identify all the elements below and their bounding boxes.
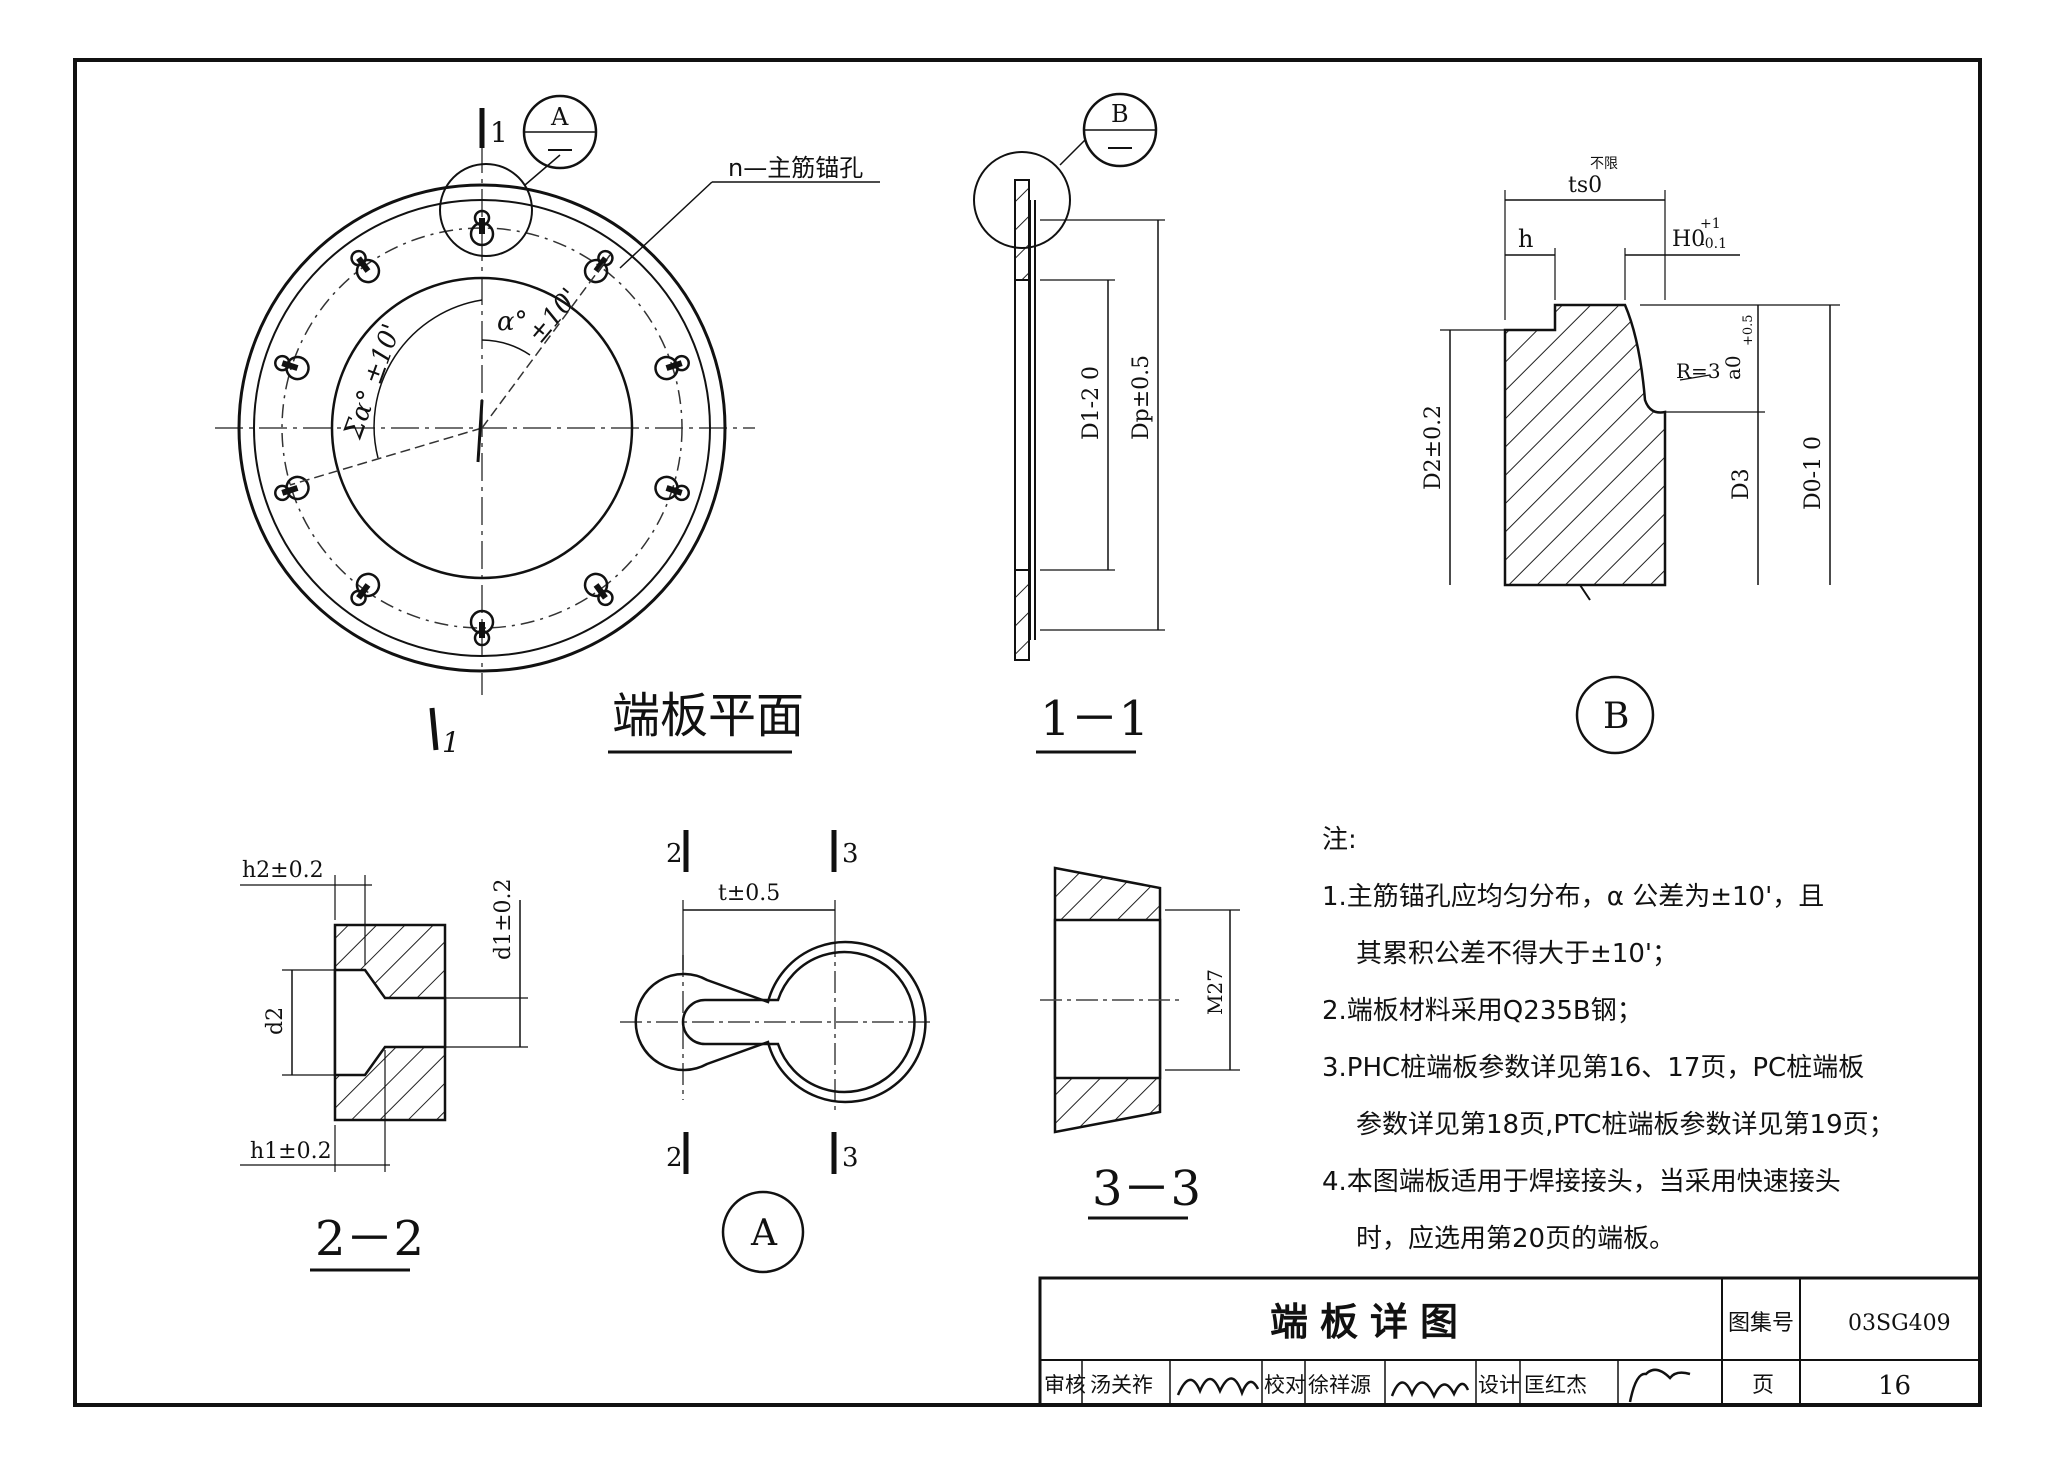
section-2-2 bbox=[240, 875, 528, 1172]
dim-D2: D2±0.2 bbox=[1421, 405, 1446, 490]
dim-ts0-note: 不限 bbox=[1590, 156, 1618, 172]
anchor-hole bbox=[274, 475, 310, 502]
anchor-hole bbox=[274, 354, 310, 381]
dim-a0-tol: +0.5 bbox=[1741, 314, 1756, 346]
title-block bbox=[1038, 1276, 1982, 1407]
anchor-hole bbox=[350, 249, 381, 284]
detail-b-title: B bbox=[1603, 696, 1629, 737]
dim-d2: d2 bbox=[263, 1007, 288, 1035]
anchor-hole bbox=[654, 475, 690, 502]
check-name: 徐祥源 bbox=[1308, 1373, 1371, 1397]
note-line-5: 参数详见第18页,PTC桩端板参数详见第19页； bbox=[1356, 1110, 1895, 1140]
detail-b bbox=[1440, 190, 1840, 755]
signature-review bbox=[1176, 1377, 1260, 1397]
dim-dp: Dp±0.5 bbox=[1129, 355, 1154, 440]
dim-h2: h2±0.2 bbox=[242, 858, 324, 883]
check-label: 校对 bbox=[1264, 1373, 1306, 1397]
angle-tolerance: ±10' bbox=[522, 283, 585, 350]
dim-h1: h1±0.2 bbox=[250, 1139, 332, 1164]
note-line-2: 其累积公差不得大于±10'； bbox=[1356, 939, 1679, 969]
section-mark-1-top: 1 bbox=[490, 116, 508, 149]
dim-H0-lower: -0.1 bbox=[1700, 236, 1727, 252]
plan-view bbox=[215, 94, 880, 751]
drawing-frame bbox=[73, 58, 1982, 1407]
anchor-hole-label: n—主筋锚孔 bbox=[728, 154, 863, 182]
drawing-title: 端板详图 bbox=[1270, 1300, 1470, 1344]
section-3-3 bbox=[1040, 866, 1240, 1134]
total-angle-label: Σα° ±10' bbox=[338, 320, 407, 443]
design-name: 匡红杰 bbox=[1524, 1373, 1587, 1397]
dim-D0: D0-1 0 bbox=[1801, 436, 1826, 510]
dim-a0: a0 bbox=[1721, 355, 1745, 380]
anchor-hole bbox=[469, 209, 495, 247]
atlas-no: 03SG409 bbox=[1848, 1311, 1951, 1336]
section-mark-3-top: 3 bbox=[842, 839, 859, 869]
dim-t: t±0.5 bbox=[718, 881, 780, 906]
note-line-4: 3.PHC桩端板参数详见第16、17页，PC桩端板 bbox=[1322, 1053, 1865, 1083]
note-line-3: 2.端板材料采用Q235B钢； bbox=[1322, 996, 1643, 1026]
section-mark-1-bottom: 1 bbox=[442, 726, 460, 759]
detail-b-callout-letter: B bbox=[1111, 100, 1129, 128]
note-line-6: 4.本图端板适用于焊接接头，当采用快速接头 bbox=[1322, 1167, 1841, 1197]
section-mark-2-top: 2 bbox=[666, 839, 683, 869]
note-line-7: 时，应选用第20页的端板。 bbox=[1356, 1224, 1676, 1254]
design-label: 设计 bbox=[1478, 1373, 1520, 1397]
plan-view-title: 端板平面 bbox=[612, 688, 804, 744]
atlas-no-label: 图集号 bbox=[1728, 1311, 1794, 1336]
dim-D3: D3 bbox=[1729, 468, 1754, 500]
anchor-holes bbox=[274, 209, 690, 647]
section-mark-3-bottom: 3 bbox=[842, 1143, 859, 1173]
section-mark-2-bottom: 2 bbox=[666, 1143, 683, 1173]
signature-design bbox=[1628, 1368, 1691, 1403]
anchor-hole bbox=[469, 609, 495, 647]
section-3-3-title: 3－3 bbox=[1092, 1161, 1201, 1217]
page-label: 页 bbox=[1752, 1373, 1774, 1398]
dim-d1: d1±0.2 bbox=[491, 878, 516, 960]
anchor-hole bbox=[654, 354, 690, 381]
dim-ts0: ts0 bbox=[1568, 173, 1602, 198]
dim-H0: H0 bbox=[1672, 227, 1705, 252]
page-no: 16 bbox=[1878, 1371, 1911, 1401]
section-1-1 bbox=[973, 92, 1165, 661]
dim-R: R=3 bbox=[1676, 359, 1721, 383]
section-1-1-title: 1－1 bbox=[1040, 691, 1149, 747]
notes-block: 注: 1.主筋锚孔应均匀分布，α 公差为±10'，且 其累积公差不得大于±10'… bbox=[1322, 812, 1942, 1268]
notes-heading: 注: bbox=[1322, 825, 1357, 855]
review-label: 审核 bbox=[1044, 1373, 1086, 1397]
anchor-hole bbox=[583, 572, 614, 607]
detail-a-title: A bbox=[750, 1213, 778, 1254]
dim-thread: M27 bbox=[1203, 969, 1227, 1015]
angle-label: α° bbox=[497, 307, 528, 337]
section-2-2-title: 2－2 bbox=[315, 1211, 424, 1267]
review-name: 汤关祚 bbox=[1090, 1373, 1153, 1397]
anchor-hole bbox=[350, 572, 381, 607]
dim-h: h bbox=[1518, 225, 1533, 253]
anchor-hole bbox=[583, 249, 614, 284]
detail-a bbox=[620, 830, 930, 1274]
signature-check bbox=[1390, 1381, 1470, 1399]
note-line-1: 1.主筋锚孔应均匀分布，α 公差为±10'，且 bbox=[1322, 882, 1825, 912]
detail-a-callout-letter: A bbox=[550, 103, 569, 131]
dim-d1-2: D1-2 0 bbox=[1079, 366, 1104, 440]
dim-H0-upper: +1 bbox=[1700, 216, 1721, 232]
